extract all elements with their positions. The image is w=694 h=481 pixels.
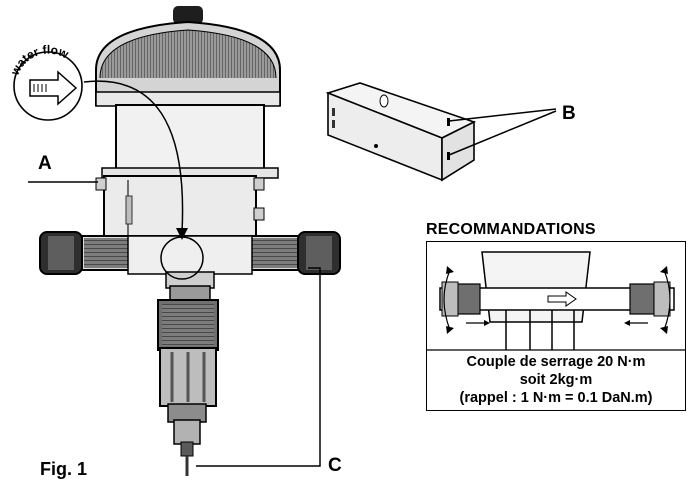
torque-illustration xyxy=(426,251,686,351)
wall-bracket xyxy=(325,82,477,182)
inlet-outlet-pipe xyxy=(39,231,341,275)
leader-b-lower xyxy=(448,110,557,156)
leader-b-upper xyxy=(448,108,557,122)
torque-line-1: Couple de serrage 20 N·m xyxy=(466,354,646,370)
label-a: A xyxy=(38,153,52,174)
water-flow-badge: water flow xyxy=(7,43,83,121)
torque-line-3: (rappel : 1 N·m = 0.1 DaN.m) xyxy=(459,390,653,406)
label-b: B xyxy=(562,103,576,124)
pump-body xyxy=(95,104,279,239)
torque-line-2: soit 2kg·m xyxy=(519,372,593,388)
leader-c xyxy=(196,267,321,467)
recommendations-box: Couple de serrage 20 N·m soit 2kg·m (rap… xyxy=(426,241,686,411)
recommendations-title: RECOMMANDATIONS xyxy=(426,221,596,238)
torque-caption: Couple de serrage 20 N·m soit 2kg·m (rap… xyxy=(427,353,685,407)
label-c: C xyxy=(328,455,342,476)
flow-indicator xyxy=(83,80,204,280)
figure-label: Fig. 1 xyxy=(40,459,88,479)
pump-cap xyxy=(95,6,281,107)
leader-lines xyxy=(28,108,557,467)
dosing-stem xyxy=(157,271,219,476)
